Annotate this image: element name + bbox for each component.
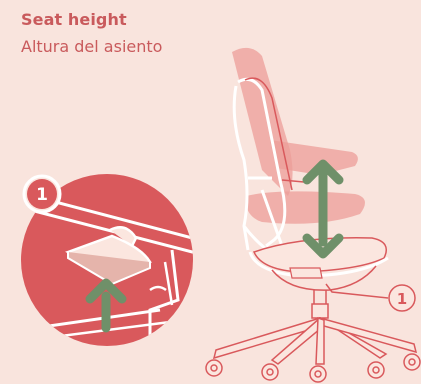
detail-callout-badge: 1 — [24, 176, 60, 212]
detail-zoom: 1 — [10, 174, 200, 360]
callout-leader-line — [326, 284, 388, 298]
caster-wheels — [206, 354, 420, 382]
detail-callout-number: 1 — [36, 185, 48, 205]
chair: 1 — [206, 48, 420, 382]
chair-callout-number: 1 — [397, 290, 407, 308]
chair-callout-badge: 1 — [389, 285, 415, 311]
